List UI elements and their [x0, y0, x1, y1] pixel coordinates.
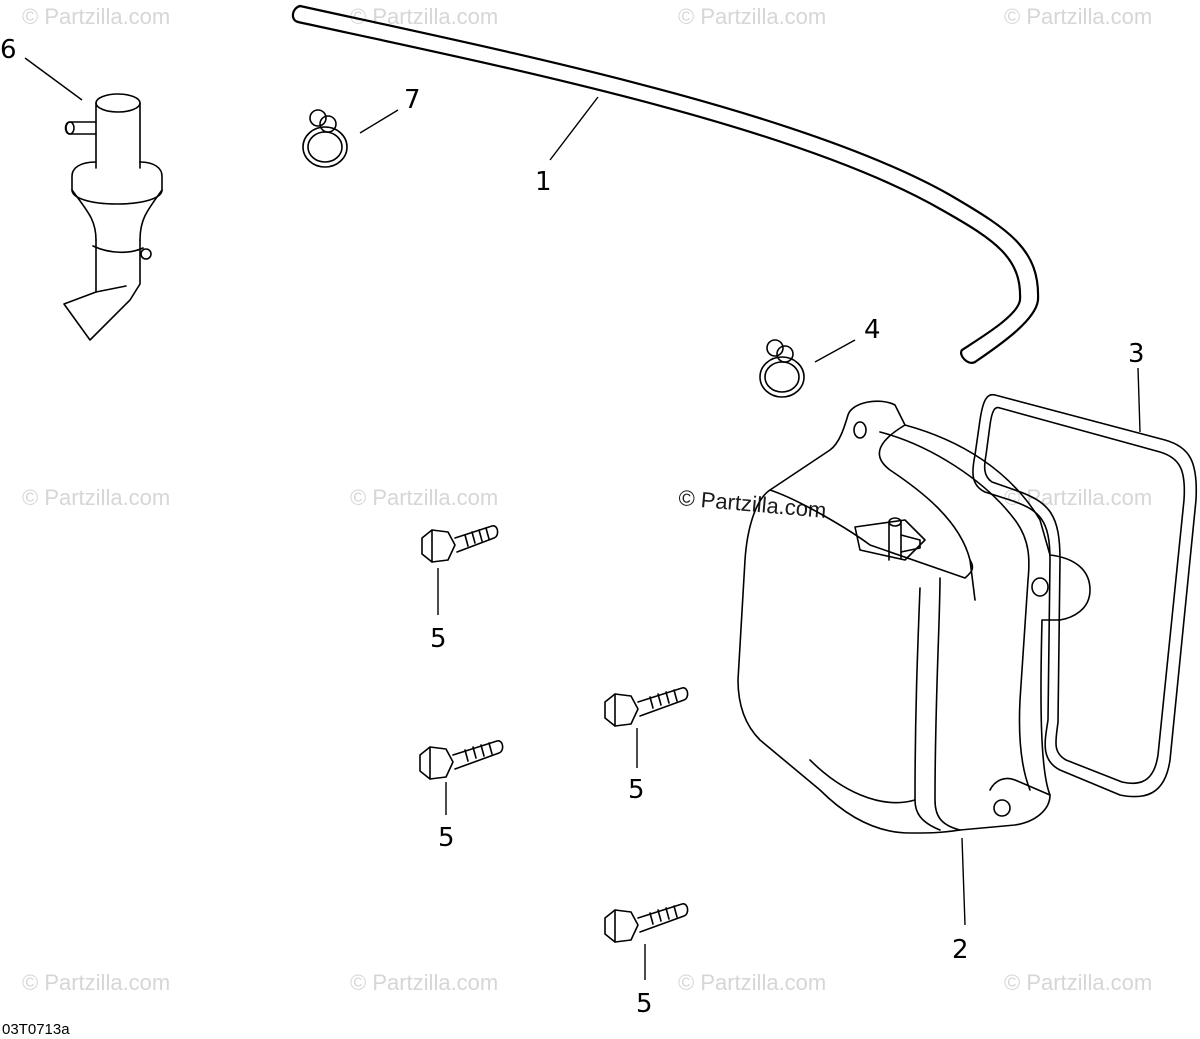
valve-cover-part [737, 400, 1091, 834]
callout-hose: 1 [535, 167, 552, 197]
callout-valve-cover: 2 [952, 935, 969, 965]
gasket-part [972, 393, 1198, 798]
callout-gasket: 3 [1128, 339, 1145, 369]
watermark-text: © Partzilla.com [22, 4, 170, 29]
screw-part-b [604, 687, 689, 727]
callout-screw: 5 [438, 823, 455, 853]
watermark-text: © Partzilla.com [1004, 4, 1152, 29]
callout-clamp-large: 7 [404, 85, 421, 115]
watermark-text: © Partzilla.com [1004, 485, 1152, 510]
callout-labels: 6 7 1 4 3 2 5 5 5 5 [0, 35, 1145, 1019]
hose-part [291, 4, 1040, 364]
callout-clamp-small: 4 [864, 315, 881, 345]
drawing-code: 03T0713a [2, 1021, 70, 1038]
watermark-text: © Partzilla.com [22, 485, 170, 510]
leader-lines [24, 57, 1141, 980]
watermark-text: © Partzilla.com [1004, 970, 1152, 995]
callout-screw: 5 [636, 989, 653, 1019]
callout-breather-valve: 6 [0, 35, 17, 65]
breather-valve-part [63, 93, 163, 341]
watermark-text: © Partzilla.com [22, 970, 170, 995]
screw-part-c [419, 740, 504, 780]
clamp-small-part [759, 339, 805, 398]
screw-part-a [421, 525, 499, 563]
watermark-layer: © Partzilla.com © Partzilla.com © Partzi… [22, 4, 1152, 995]
watermark-text: © Partzilla.com [350, 4, 498, 29]
screw-part-d [604, 903, 689, 943]
watermark-text: © Partzilla.com [678, 970, 826, 995]
watermark-text: © Partzilla.com [678, 4, 826, 29]
callout-screw: 5 [628, 775, 645, 805]
callout-screw: 5 [430, 624, 447, 654]
watermark-text: © Partzilla.com [350, 485, 498, 510]
watermark-text: © Partzilla.com [350, 970, 498, 995]
clamp-large-part [302, 109, 348, 168]
